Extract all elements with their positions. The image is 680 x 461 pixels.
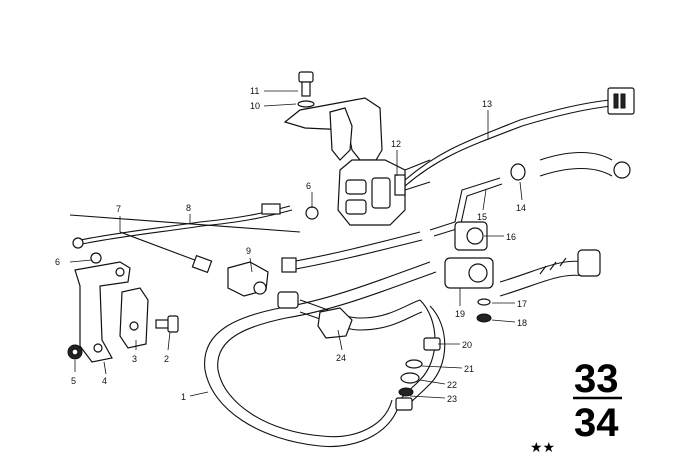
callout-3: 3 [132, 354, 137, 364]
callout-labels: 1 2 3 4 5 6 6 7 8 9 10 11 12 13 14 15 16… [55, 86, 527, 404]
stars-mark: ★★ [530, 440, 555, 456]
valve-bracket-drawing [283, 97, 406, 226]
callout-18: 18 [517, 318, 527, 328]
callout-23: 23 [447, 394, 457, 404]
callout-6-left: 6 [55, 257, 60, 267]
section-number: 33 34 ★★ [530, 357, 622, 456]
callout-19: 19 [455, 309, 465, 319]
callout-6-top: 6 [306, 181, 311, 191]
callout-4: 4 [102, 376, 107, 386]
wiring-harness-drawing [404, 87, 635, 191]
callout-8: 8 [186, 203, 191, 213]
callout-17: 17 [517, 299, 527, 309]
callout-21: 21 [464, 364, 474, 374]
callout-5: 5 [71, 376, 76, 386]
nut-6-drawing [90, 206, 319, 264]
callout-24: 24 [336, 353, 346, 363]
bolt-11-drawing [297, 71, 315, 108]
callout-22: 22 [447, 380, 457, 390]
callout-20: 20 [462, 340, 472, 350]
callout-11: 11 [250, 86, 259, 96]
callout-10: 10 [250, 101, 260, 111]
hose-right-drawing [499, 249, 601, 297]
center-pipe-drawing [281, 231, 423, 273]
section-number-bottom: 34 [574, 401, 619, 445]
fittings-20-24-drawing [277, 291, 441, 411]
callout-7: 7 [116, 204, 121, 214]
bracket-4-drawing [74, 261, 131, 363]
callout-15: 15 [477, 212, 487, 222]
grommet-14-drawing [510, 152, 631, 181]
callout-13: 13 [482, 99, 492, 109]
callout-12: 12 [391, 139, 401, 149]
callout-2: 2 [164, 354, 169, 364]
pipe-15-drawing [429, 177, 503, 237]
brake-line-7-8-drawing [69, 203, 301, 249]
leader-lines [69, 90, 523, 399]
mount-16-drawing [454, 221, 488, 251]
pipe-9-drawing [119, 231, 269, 297]
section-number-top: 33 [574, 357, 619, 401]
mount-19-drawing [444, 257, 494, 289]
callout-1: 1 [181, 392, 186, 402]
washers-17-18-drawing [476, 298, 492, 323]
nut-5-drawing [67, 344, 83, 360]
callout-16: 16 [506, 232, 516, 242]
callout-9: 9 [246, 246, 251, 256]
bolt-2-drawing [155, 315, 179, 333]
clamp-3-drawing [119, 287, 149, 349]
callout-14: 14 [516, 203, 526, 213]
